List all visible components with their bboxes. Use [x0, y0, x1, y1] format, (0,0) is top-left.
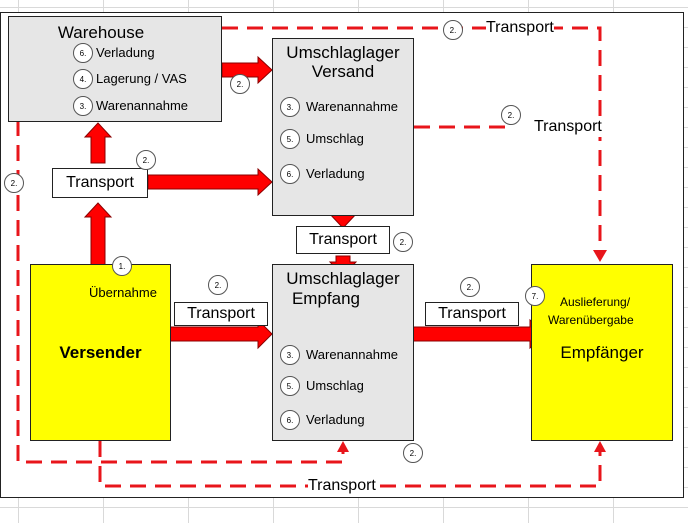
arrow-transport-to-versand [147, 167, 273, 197]
versand-step-num: 6. [280, 164, 300, 184]
empfaenger-warenuebergabe: Warenübergabe [548, 313, 634, 327]
versender-title: Versender [59, 343, 142, 362]
warehouse-item-lagerung: Lagerung / VAS [96, 71, 187, 86]
empfang-item-warenannahme: Warenannahme [306, 347, 399, 362]
transport-step-num: 2. [230, 74, 250, 94]
empfang-title-line1: Umschlaglager [286, 269, 400, 288]
transport-box-empfang: Transport [425, 302, 519, 326]
umschlaglager-empfang-box: Umschlaglager Empfang 3. Warenannahme 5.… [272, 264, 414, 441]
dashed-arrowhead-empfaenger-top [593, 250, 607, 262]
transport-box-left: Transport [52, 168, 148, 198]
dashed-routes [16, 26, 602, 488]
empfaenger-auslieferung: Auslieferung/ [560, 295, 631, 309]
transport-step-num: 2. [208, 275, 228, 295]
warehouse-box: Warehouse 6. Verladung 4. Lagerung / VAS… [8, 16, 222, 122]
dashed-arrowhead-empfaenger-bottom [594, 441, 606, 452]
transport-label-bottom: Transport [308, 476, 376, 496]
versender-box: Übernahme Versender [30, 264, 171, 441]
warehouse-title: Warehouse [57, 23, 145, 42]
transport-step-num: 2. [403, 443, 423, 463]
transport-label-right: Transport [534, 117, 602, 137]
transport-label-top: Transport [486, 18, 554, 38]
empfaenger-box: Auslieferung/ Warenübergabe Empfänger [531, 264, 673, 441]
versender-step-num: 1. [112, 256, 132, 276]
empfaenger-title: Empfänger [560, 343, 644, 362]
transport-box-middle: Transport [296, 226, 390, 254]
warehouse-item-verladung: Verladung [96, 45, 155, 60]
dashed-arrowhead-empfang-bottom [337, 441, 349, 452]
transport-step-num: 2. [136, 150, 156, 170]
transport-box-versender: Transport [174, 302, 268, 326]
versand-step-num: 3. [280, 97, 300, 117]
versand-title-line1: Umschlaglager [286, 43, 400, 62]
dashed-route-left-loop [16, 120, 345, 464]
versand-item-warenannahme: Warenannahme [306, 99, 399, 114]
transport-step-num: 2. [393, 232, 413, 252]
warehouse-step-num: 3. [73, 96, 93, 116]
empfang-item-verladung: Verladung [306, 412, 365, 427]
transport-step-num: 2. [460, 277, 480, 297]
transport-step-num: 2. [443, 20, 463, 40]
empfang-item-umschlag: Umschlag [306, 378, 364, 393]
empfang-title-line2: Empfang [291, 289, 361, 308]
transport-step-num: 2. [501, 105, 521, 125]
warehouse-item-warenannahme: Warenannahme [96, 98, 189, 113]
arrow-transport-to-warehouse [83, 122, 113, 164]
warehouse-step-num: 4. [73, 69, 93, 89]
umschlaglager-versand-box: Umschlaglager Versand 3. Warenannahme 5.… [272, 38, 414, 216]
dashed-route-top [222, 26, 602, 252]
empfaenger-step-num: 7. [525, 286, 545, 306]
warehouse-step-num: 6. [73, 43, 93, 63]
transport-step-num: 2. [4, 173, 24, 193]
versand-item-umschlag: Umschlag [306, 131, 364, 146]
versand-step-num: 5. [280, 129, 300, 149]
versand-item-verladung: Verladung [306, 166, 365, 181]
versand-title-line2: Versand [311, 62, 375, 81]
dashed-arrowheads [337, 250, 607, 452]
versender-uebernahme: Übernahme [89, 285, 157, 300]
dashed-route-bottom [98, 441, 602, 488]
empfang-step-num: 3. [280, 345, 300, 365]
empfang-step-num: 5. [280, 376, 300, 396]
empfang-step-num: 6. [280, 410, 300, 430]
